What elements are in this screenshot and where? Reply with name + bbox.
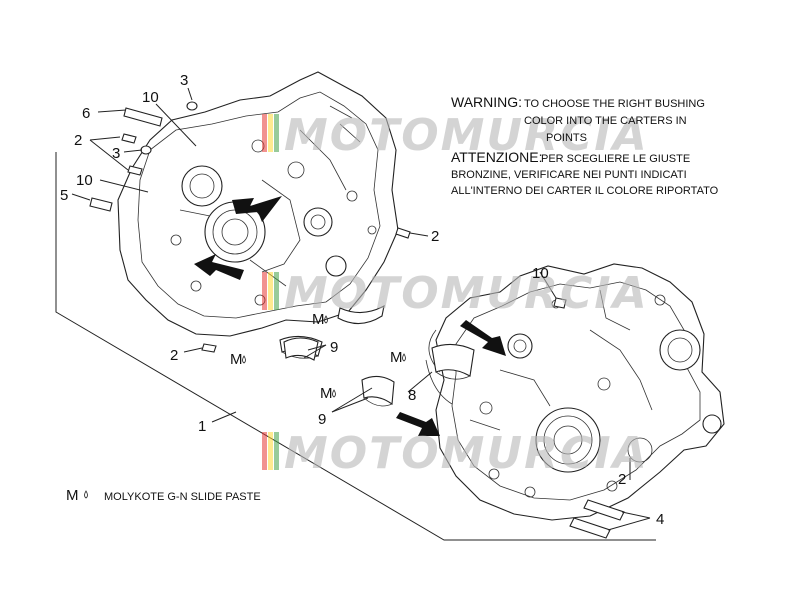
legend-symbol: M [66, 487, 79, 504]
droplet-icon [402, 353, 406, 362]
warning-it-line2: BRONZINE, VERIFICARE NEI PUNTI INDICATI [451, 169, 687, 181]
marker-m-4: M [320, 385, 333, 402]
watermark-text-middle: MOTOMURCIA [284, 268, 649, 319]
watermark-bottom: MOTOMURCIA [262, 428, 649, 479]
callout-3-top: 3 [180, 72, 188, 89]
watermark-top: MOTOMURCIA [262, 110, 649, 161]
legend: M MOLYKOTE G-N SLIDE PASTE [66, 487, 261, 504]
legend-text: MOLYKOTE G-N SLIDE PASTE [104, 491, 261, 503]
warning-it-heading: ATTENZIONE: [451, 149, 543, 165]
watermark-text-top: MOTOMURCIA [284, 110, 649, 161]
callout-9-upper: 9 [330, 339, 338, 356]
callout-9-lower: 9 [318, 411, 326, 428]
droplet-icon [324, 315, 328, 324]
loose-parts [89, 101, 567, 407]
marker-m-3: M [390, 349, 403, 366]
leader-lines [55, 87, 656, 541]
warning-en-line2: COLOR INTO THE CARTERS IN [524, 115, 687, 127]
droplet-icon [84, 490, 88, 499]
callout-10-left: 10 [76, 172, 93, 189]
watermark-middle: MOTOMURCIA [262, 268, 649, 319]
droplet-icon [332, 389, 336, 398]
warning-note: WARNING: TO CHOOSE THE RIGHT BUSHING COL… [451, 94, 719, 197]
callout-2-topleft: 2 [74, 132, 82, 149]
callout-3-left: 3 [112, 145, 120, 162]
callout-2-bottomleft: 2 [170, 347, 178, 364]
warning-en-line3: POINTS [546, 132, 587, 144]
marker-m-1: M [312, 311, 325, 328]
warning-en-heading: WARNING: [451, 94, 522, 110]
callout-10-right: 10 [532, 265, 549, 282]
callout-6: 6 [82, 105, 90, 122]
callout-5: 5 [60, 187, 68, 204]
callout-2-right: 2 [431, 228, 439, 245]
callout-4: 4 [656, 511, 664, 528]
droplet-icons [242, 315, 406, 398]
warning-it-line1: PER SCEGLIERE LE GIUSTE [541, 153, 690, 165]
droplet-icon [242, 355, 246, 364]
right-crankcase-half [396, 263, 725, 539]
callout-labels: 3 10 6 2 3 10 5 2 10 M 9 2 M M M 8 9 1 2… [60, 72, 664, 528]
watermark-text-bottom: MOTOMURCIA [284, 428, 649, 479]
warning-it-line3: ALL'INTERNO DEI CARTER IL COLORE RIPORTA… [451, 185, 719, 197]
callout-1: 1 [198, 418, 206, 435]
callout-2-bottomright: 2 [618, 471, 626, 488]
callout-8: 8 [408, 387, 416, 404]
callout-10-top: 10 [142, 89, 159, 106]
marker-m-2: M [230, 351, 243, 368]
warning-en-line1: TO CHOOSE THE RIGHT BUSHING [524, 98, 705, 110]
